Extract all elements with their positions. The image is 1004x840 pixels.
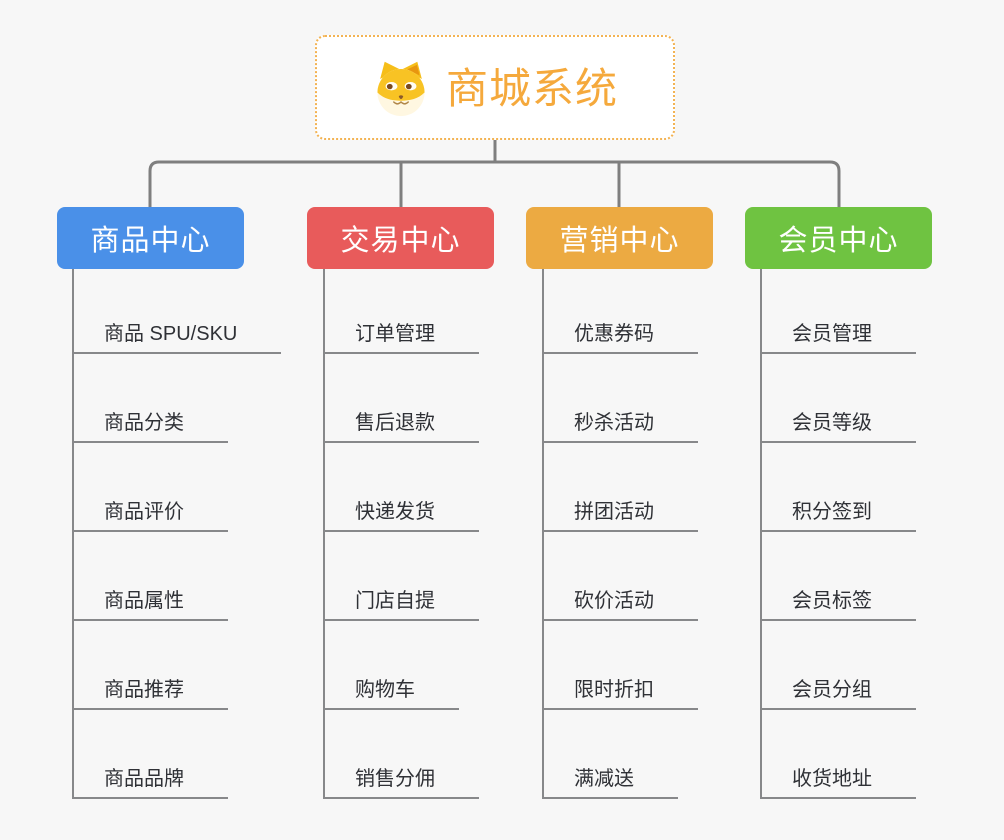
leaf-node[interactable]: 门店自提 <box>325 532 479 621</box>
leaf-node[interactable]: 满减送 <box>544 710 678 799</box>
doge-icon <box>377 61 425 116</box>
leaf-node[interactable]: 收货地址 <box>762 710 916 799</box>
leaf-node[interactable]: 商品分类 <box>74 354 228 443</box>
leaf-node[interactable]: 快递发货 <box>325 443 479 532</box>
root-title: 商城系统 <box>445 64 618 112</box>
branch-node-product-center[interactable]: 商品中心 <box>57 207 244 269</box>
leaf-node[interactable]: 购物车 <box>325 621 459 710</box>
leaf-node[interactable]: 商品属性 <box>74 532 228 621</box>
leaf-node[interactable]: 拼团活动 <box>544 443 698 532</box>
leaf-node[interactable]: 售后退款 <box>325 354 479 443</box>
leaf-node[interactable]: 商品评价 <box>74 443 228 532</box>
leaf-node[interactable]: 商品 SPU/SKU <box>74 269 282 354</box>
branch-children-product-center: 商品 SPU/SKU 商品分类 商品评价 商品属性 商品推荐 商品品牌 <box>72 269 282 799</box>
leaf-node[interactable]: 订单管理 <box>325 269 479 354</box>
leaf-node[interactable]: 销售分佣 <box>325 710 479 799</box>
branch-children-member-center: 会员管理 会员等级 积分签到 会员标签 会员分组 收货地址 <box>760 269 916 799</box>
leaf-node[interactable]: 会员分组 <box>762 621 916 710</box>
leaf-node[interactable]: 商品推荐 <box>74 621 228 710</box>
branch-children-marketing-center: 优惠券码 秒杀活动 拼团活动 砍价活动 限时折扣 满减送 <box>542 269 698 799</box>
root-node-mall-system[interactable]: 商城系统 <box>315 35 675 140</box>
leaf-node[interactable]: 商品品牌 <box>74 710 228 799</box>
leaf-node[interactable]: 秒杀活动 <box>544 354 698 443</box>
leaf-node[interactable]: 砍价活动 <box>544 532 698 621</box>
leaf-node[interactable]: 会员管理 <box>762 269 916 354</box>
branch-node-trade-center[interactable]: 交易中心 <box>307 207 494 269</box>
branch-children-trade-center: 订单管理 售后退款 快递发货 门店自提 购物车 销售分佣 <box>323 269 479 799</box>
leaf-node[interactable]: 会员等级 <box>762 354 916 443</box>
leaf-node[interactable]: 限时折扣 <box>544 621 698 710</box>
leaf-node[interactable]: 积分签到 <box>762 443 916 532</box>
leaf-node[interactable]: 会员标签 <box>762 532 916 621</box>
branch-node-marketing-center[interactable]: 营销中心 <box>526 207 713 269</box>
leaf-node[interactable]: 优惠券码 <box>544 269 698 354</box>
branch-node-member-center[interactable]: 会员中心 <box>745 207 932 269</box>
